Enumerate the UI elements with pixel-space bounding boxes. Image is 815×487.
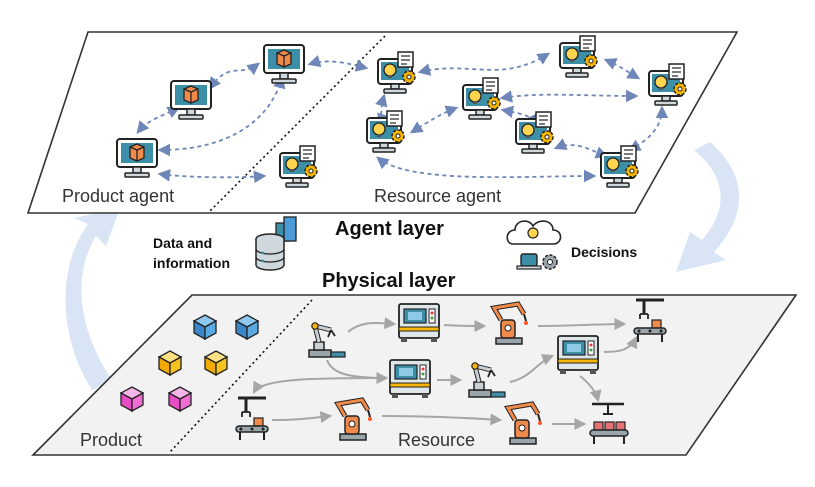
product-cube (204, 350, 228, 376)
physical-flow-arrow (381, 413, 503, 426)
cloud-decision-icon (506, 220, 562, 270)
agent-link (409, 105, 459, 134)
product-cube (120, 386, 144, 412)
agent-link (603, 58, 641, 80)
physical-flow-arrow (252, 377, 387, 395)
resource-label: Resource (398, 430, 476, 450)
data-flow-arrow (65, 208, 120, 390)
product-cube (193, 314, 217, 340)
physical-flow-arrow (537, 318, 627, 331)
data-information-line2: information (153, 255, 230, 271)
agent-link (417, 52, 551, 76)
physical-flow-arrow (443, 319, 487, 332)
agent-link (500, 105, 540, 127)
data-information-label: Data and information (153, 233, 230, 273)
product-label: Product (80, 430, 143, 450)
product-cube (235, 314, 259, 340)
agent-link (157, 75, 286, 157)
physical-flow-arrow (579, 375, 602, 403)
decision-flow-arrow (676, 142, 740, 272)
cnc-machine-icon (398, 303, 440, 343)
cnc-machine-icon (557, 335, 599, 375)
physical-flow-arrow (603, 335, 638, 353)
agent-link (499, 89, 639, 103)
resource-agent-label: Resource agent (374, 186, 502, 206)
physical-flow (252, 317, 638, 430)
product-cube (168, 386, 192, 412)
decisions-label: Decisions (571, 244, 638, 260)
agent-link (376, 156, 597, 183)
product-agent-label: Product agent (62, 186, 175, 206)
agent-link (375, 93, 390, 127)
agent-link (157, 169, 267, 184)
agent-layer-title: Agent layer (335, 218, 444, 240)
data-information-line1: Data and (153, 235, 213, 251)
physical-flow-arrow (509, 354, 555, 383)
product-cube (158, 350, 182, 376)
physical-flow-arrow (347, 317, 397, 333)
cnc-machine-icon (389, 359, 431, 399)
database-icon (255, 216, 297, 271)
physical-layer-title: Physical layer (322, 270, 456, 292)
physical-flow-arrow (271, 411, 333, 424)
agent-link (136, 106, 181, 134)
